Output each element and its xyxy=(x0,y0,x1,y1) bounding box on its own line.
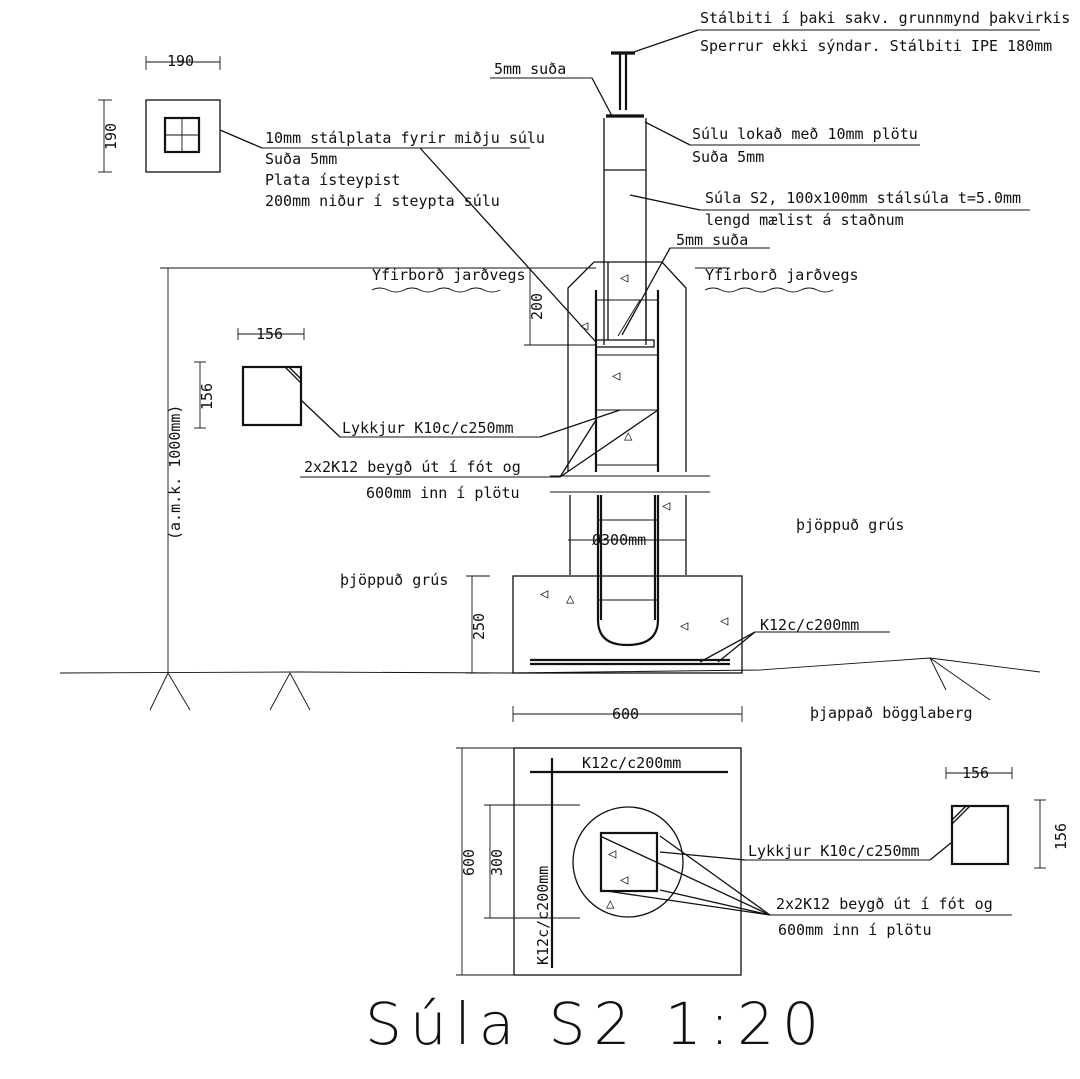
label-bars-1: 2x2K12 beygð út í fót og xyxy=(304,458,521,476)
svg-text:△: △ xyxy=(606,896,615,912)
label-plan-bars-2: 600mm inn í plötu xyxy=(778,921,932,939)
label-ground-left: Yfirborð jarðvegs xyxy=(372,266,526,284)
label-column-2: lengd mælist á staðnum xyxy=(705,211,904,229)
concrete-column: ◁ ◁ ◁ △ ◁ xyxy=(550,261,710,647)
plan-view: ◁ ◁ △ xyxy=(513,747,771,976)
dim-stirrup-w: 156 xyxy=(256,325,283,343)
label-weld-top: 5mm suða xyxy=(494,60,566,78)
svg-text:◁: ◁ xyxy=(612,368,621,384)
top-annotations: Stálbiti í þaki sakv. grunnmynd þakvirki… xyxy=(219,9,1070,343)
footing: ◁ △ ◁ ◁ K12c/c200mm xyxy=(512,575,890,674)
svg-text:◁: ◁ xyxy=(620,872,629,888)
label-steel-beam-1: Stálbiti í þaki sakv. grunnmynd þakvirki… xyxy=(700,9,1070,27)
label-plate-2: Suða 5mm xyxy=(265,150,337,168)
label-closed-1: Súlu lokað með 10mm plötu xyxy=(692,125,918,143)
dim-plan-inner: 300 xyxy=(488,849,506,876)
plate-detail: 190 190 xyxy=(98,52,221,173)
dim-depth-value: (a.m.k. 1000mm) xyxy=(166,405,184,540)
label-gravel-right: þjöppuð grús xyxy=(796,516,904,534)
label-closed-2: Suða 5mm xyxy=(692,148,764,166)
svg-text:△: △ xyxy=(624,428,633,444)
dim-plan-stirrup-w: 156 xyxy=(962,764,989,782)
bedrock-line: þjappað bögglaberg xyxy=(59,657,1041,722)
stirrup-detail-left: 156 156 xyxy=(194,325,621,438)
dim-depth: (a.m.k. 1000mm) xyxy=(166,268,184,673)
svg-text:◁: ◁ xyxy=(540,586,549,602)
svg-text:◁: ◁ xyxy=(620,270,629,286)
dim-diameter-value: Ø300mm xyxy=(592,531,646,549)
svg-text:◁: ◁ xyxy=(580,318,589,334)
plan-dims: 600 300 xyxy=(456,747,580,976)
dim-foot-width-value: 600 xyxy=(612,705,639,723)
label-gravel-left: þjöppuð grús xyxy=(340,571,448,589)
svg-text:◁: ◁ xyxy=(608,846,617,862)
label-plate-3: Plata ísteypist xyxy=(265,171,400,189)
svg-text:◁: ◁ xyxy=(662,498,671,514)
dim-plan-height: 600 xyxy=(460,849,478,876)
label-bars-2: 600mm inn í plötu xyxy=(366,484,520,502)
label-plate-4: 200mm niður í steypta súlu xyxy=(265,192,500,210)
label-weld-mid: 5mm suða xyxy=(676,231,748,249)
dim-diameter: Ø300mm xyxy=(568,531,686,549)
label-plan-bars-1: 2x2K12 beygð út í fót og xyxy=(776,895,993,913)
label-steel-beam-2: Sperrur ekki sýndar. Stálbiti IPE 180mm xyxy=(700,37,1052,55)
dim-foot-height: 250 xyxy=(466,575,490,674)
dim-foot-height-value: 250 xyxy=(470,613,488,640)
stirrup-detail-right: 156 156 xyxy=(745,764,1070,869)
label-ground-right: Yfirborð jarðvegs xyxy=(705,266,859,284)
label-bedrock: þjappað bögglaberg xyxy=(810,704,973,722)
label-plan-rebar-h: K12c/c200mm xyxy=(582,754,681,772)
label-column-1: Súla S2, 100x100mm stálsúla t=5.0mm xyxy=(705,189,1021,207)
ground-surface: Yfirborð jarðvegs Yfirborð jarðvegs xyxy=(160,266,859,293)
label-stirrup: Lykkjur K10c/c250mm xyxy=(342,419,514,437)
label-plan-stirrup: Lykkjur K10c/c250mm xyxy=(748,842,920,860)
dim-embed-value: 200 xyxy=(528,293,546,320)
label-plate-1: 10mm stálplata fyrir miðju súlu xyxy=(265,129,545,147)
dim-plate-width: 190 xyxy=(167,52,194,70)
dim-stirrup-h: 156 xyxy=(198,383,216,410)
label-rebar-foot: K12c/c200mm xyxy=(760,616,859,634)
dim-foot-width: 600 xyxy=(512,705,743,723)
steel-column-elevation xyxy=(595,51,655,348)
svg-text:△: △ xyxy=(566,591,575,607)
dim-plate-height: 190 xyxy=(102,123,120,150)
drawing-title: Súla S2 1:20 xyxy=(365,990,827,1058)
svg-text:◁: ◁ xyxy=(680,618,689,634)
label-plan-rebar-v: K12c/c200mm xyxy=(534,866,552,965)
dim-plan-stirrup-h: 156 xyxy=(1052,823,1070,850)
dim-embed: 200 xyxy=(524,267,596,346)
svg-text:◁: ◁ xyxy=(720,613,729,629)
